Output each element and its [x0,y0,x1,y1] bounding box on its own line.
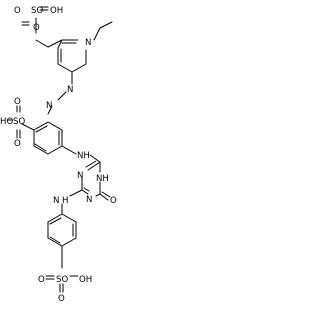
triazine-nitrogen-1: N [77,171,83,181]
nh-link-bonds [61,145,101,163]
nh-aryl-h: H [62,196,68,206]
top-sulfonate-bonds [21,6,49,48]
nh-aryl-n: N [53,196,59,206]
azo-bonds [47,71,73,115]
bottom-sulfonate-so: SO [56,275,68,285]
top-sulfonate-oh: OH [50,6,63,16]
middle-sulfonate-so: SO [13,117,25,127]
bottom-sulfonate-o-left: O [38,275,45,285]
triazine-nh: NH [96,174,109,184]
middle-benzene-bonds [33,121,63,155]
chemical-structure: O SO OH O N N N [0,6,117,304]
top-sulfonate-o-bottom: O [33,23,40,33]
middle-sulfonate-bonds [7,105,35,139]
top-sulfonate-o-left: O [14,6,21,16]
bottom-benzene-bonds [47,213,77,269]
nh-aryl-bonds [61,189,83,215]
middle-sulfonate-ho: HO [0,117,13,127]
top-sulfonate-so: SO [31,6,43,16]
middle-sulfonate-o-top: O [14,97,21,107]
middle-sulfonate-o-bottom: O [14,139,21,149]
nh-link: NH [77,151,90,161]
azo-nitrogen-2: N [46,101,52,111]
ring-nitrogen: N [85,38,91,48]
pyridine-ring-bonds [47,21,113,73]
bottom-sulfonate-o-bottom: O [58,294,65,304]
structure-canvas: O SO OH O N N N [0,0,142,332]
triazine-nitrogen-2: N [86,195,92,205]
bottom-sulfonate-bonds [45,275,79,293]
bottom-sulfonate-oh: OH [79,275,92,285]
triazine-bonds [81,160,111,201]
azo-nitrogen-1: N [67,85,73,95]
triazine-oxygen: O [110,196,117,206]
